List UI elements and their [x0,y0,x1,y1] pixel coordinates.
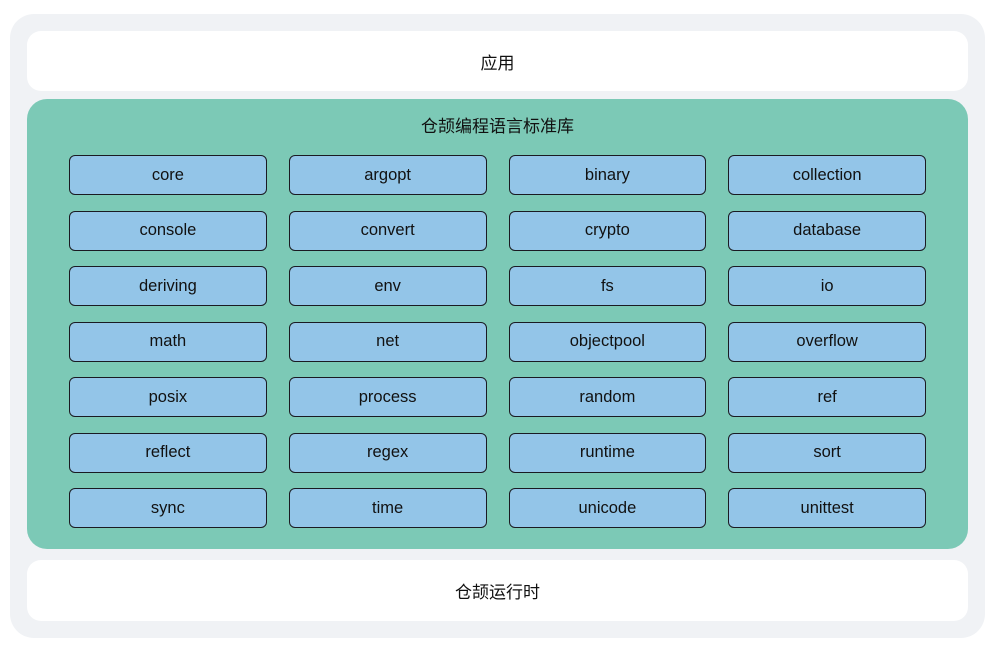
module-box-unicode: unicode [508,488,707,528]
module-label: io [820,276,834,295]
module-label: sync [150,498,185,517]
module-box-sync: sync [69,488,267,528]
runtime-layer: 仓颉运行时 [27,560,968,621]
module-box-collection: collection [728,155,926,195]
application-layer-label: 应用 [480,53,515,73]
module-label: reflect [145,443,191,461]
stdlib-title: 仓颉编程语言标准库 [421,117,574,136]
module-label: binary [584,165,630,184]
module-label: objectpool [569,332,645,350]
module-label: collection [792,165,862,184]
module-box-math: math [69,321,267,362]
module-box-crypto: crypto [508,210,707,251]
module-label: process [358,387,417,406]
runtime-layer-label: 仓颉运行时 [455,583,540,602]
application-layer: 应用 [27,31,968,91]
module-label: posix [148,387,188,406]
module-box-ref: ref [728,377,926,417]
module-label: random [579,387,636,406]
module-box-deriving: deriving [69,266,267,306]
module-label: deriving [138,276,197,295]
module-box-console: console [69,210,267,251]
module-box-binary: binary [508,155,707,195]
module-label: sort [813,443,841,461]
module-box-process: process [288,377,487,417]
module-box-argopt: argopt [288,155,487,195]
module-box-regex: regex [288,432,487,473]
module-label: overflow [796,332,858,350]
module-label: unittest [800,498,854,517]
module-label: convert [360,221,415,239]
module-label: fs [600,276,614,295]
module-box-unittest: unittest [728,488,926,528]
module-label: env [374,276,401,295]
module-label: time [372,498,404,517]
architecture-diagram: 应用 仓颉编程语言标准库 core argopt binary collecti… [10,14,985,638]
module-box-net: net [288,321,487,362]
module-box-objectpool: objectpool [508,321,707,362]
module-box-reflect: reflect [69,432,267,473]
module-label: core [151,165,184,184]
module-label: console [139,221,197,239]
module-grid: core argopt binary collection console co… [69,155,926,528]
module-box-random: random [508,377,707,417]
module-label: argopt [364,165,412,184]
module-label: ref [817,387,837,406]
module-box-io: io [728,266,926,306]
module-box-time: time [288,488,487,528]
module-label: unicode [578,498,637,517]
module-label: net [376,332,400,350]
module-label: math [149,332,187,350]
module-box-posix: posix [69,377,267,417]
module-box-core: core [69,155,267,195]
module-box-runtime: runtime [508,432,707,473]
module-box-sort: sort [728,432,926,473]
module-box-convert: convert [288,210,487,251]
stdlib-layer: 仓颉编程语言标准库 core argopt binary collection … [27,99,968,549]
module-label: runtime [579,443,635,461]
module-box-database: database [728,210,926,251]
module-label: regex [366,443,409,461]
module-label: crypto [584,221,630,239]
module-box-fs: fs [508,266,707,306]
module-label: database [793,221,862,239]
module-box-env: env [288,266,487,306]
module-box-overflow: overflow [728,321,926,362]
